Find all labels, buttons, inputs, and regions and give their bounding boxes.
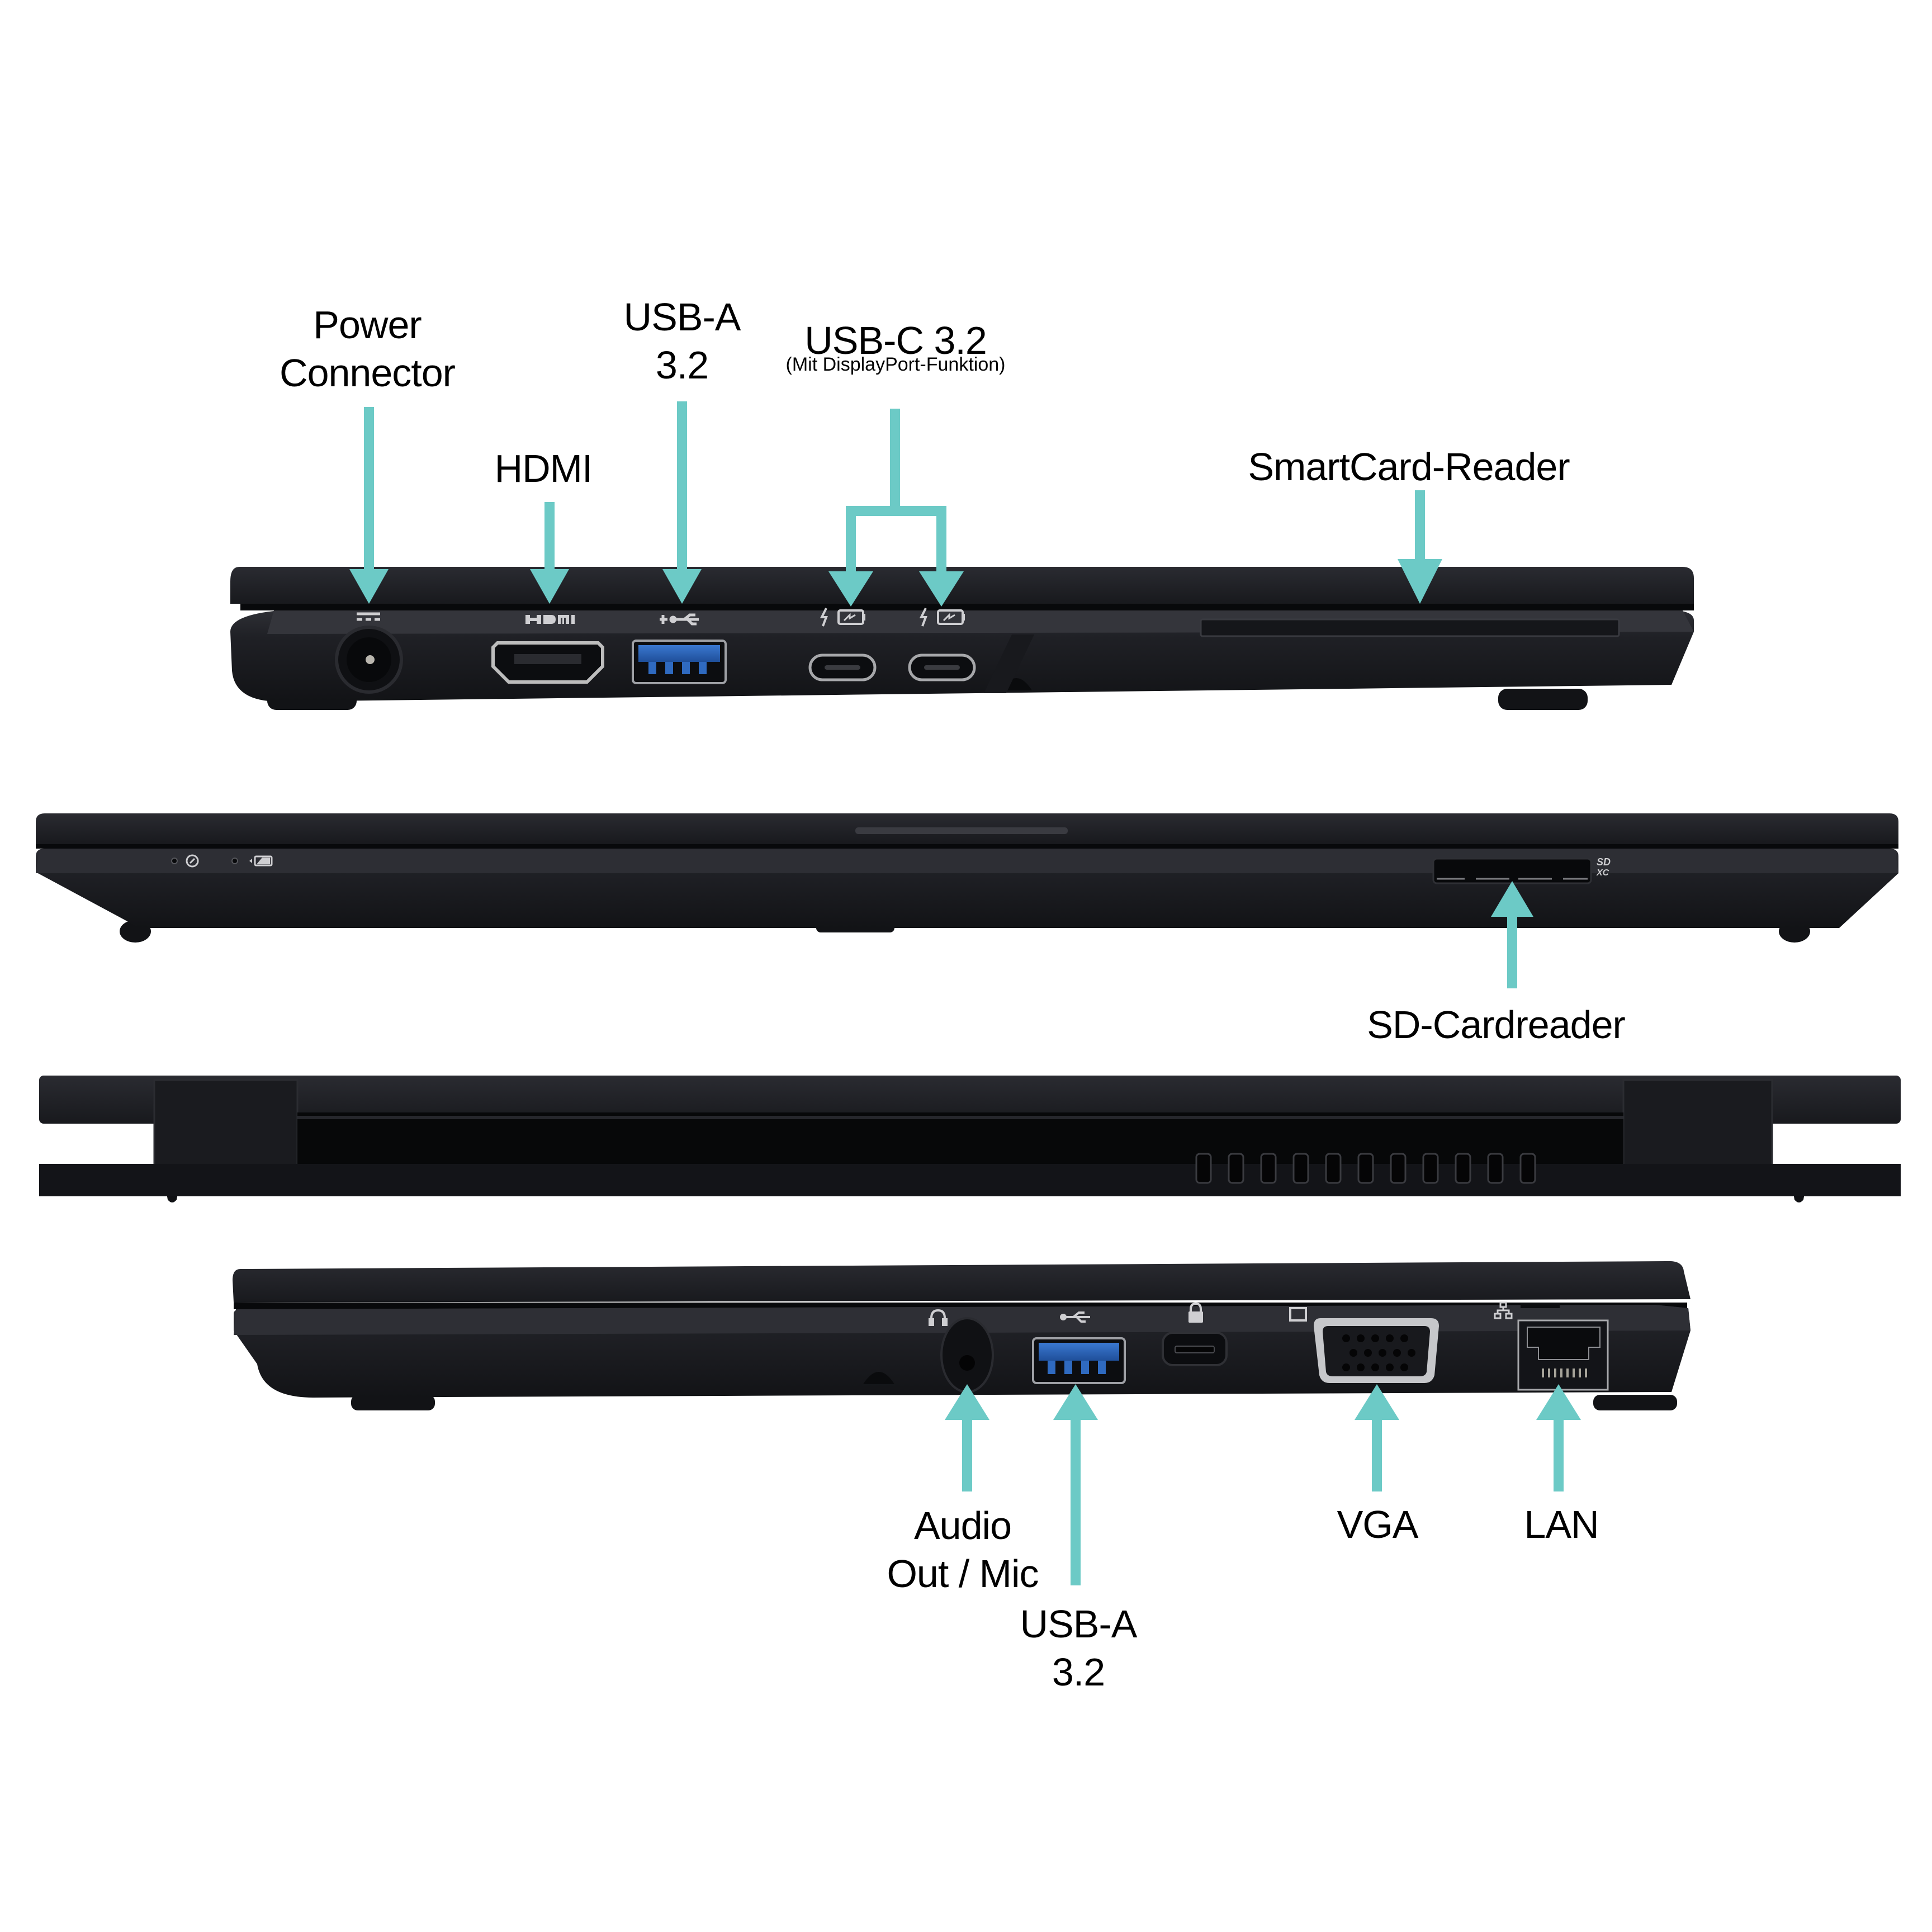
label-line: HDMI — [494, 447, 593, 490]
arrow-hdmi — [530, 502, 569, 604]
arrow-usb-a-left — [662, 401, 702, 604]
lan-pins — [1542, 1368, 1587, 1377]
power-indicator-icon — [186, 854, 199, 868]
arrow-power — [349, 407, 389, 604]
label-audio: Audio Out / Mic — [887, 1502, 1039, 1598]
bottom-recess — [984, 634, 1034, 693]
label-line: Connector — [280, 351, 456, 395]
vent-slot — [1325, 1153, 1342, 1184]
arrow-lan — [1536, 1384, 1581, 1491]
usb-icon — [1060, 1311, 1090, 1323]
label-line: 3.2 — [655, 343, 709, 387]
label-line: SmartCard-Reader — [1248, 445, 1570, 489]
lid — [233, 1261, 1690, 1303]
arrow-sd-card — [1491, 881, 1533, 988]
label-usb-c: USB-C 3.2 (Mit DisplayPort-Funktion) — [786, 316, 1006, 375]
svg-text:SD: SD — [1597, 856, 1611, 868]
security-lock-slot — [1162, 1332, 1228, 1366]
label-vga: VGA — [1337, 1500, 1419, 1549]
network-icon — [1494, 1301, 1513, 1319]
annotation-arrows — [349, 401, 1581, 1585]
hinge-gap — [240, 604, 1694, 610]
vent-slot — [1455, 1153, 1471, 1184]
hdmi-icon — [525, 615, 575, 624]
headphone-icon — [929, 1309, 948, 1326]
vent-slot — [1292, 1153, 1309, 1184]
arrow-usb-a-right — [1053, 1384, 1098, 1585]
right-side-view — [233, 1261, 1690, 1410]
usb-c-port-1 — [808, 654, 877, 681]
battery-led — [231, 858, 238, 864]
label-line: Power — [313, 303, 422, 347]
vent-slot — [1487, 1153, 1504, 1184]
label-power-connector: Power Connector — [280, 301, 456, 397]
lan-port — [1517, 1303, 1609, 1391]
thunderbolt-battery-icon — [919, 608, 965, 627]
air-vent-icon — [1195, 1153, 1536, 1184]
label-line: Audio — [913, 1504, 1012, 1547]
lid-back — [39, 1076, 1901, 1124]
left-side-view — [230, 567, 1694, 710]
label-line: USB-A — [1020, 1602, 1138, 1646]
hinge-gap — [36, 844, 1898, 849]
label-usb-a-right: USB-A 3.2 — [1020, 1600, 1138, 1696]
audio-jack-port — [940, 1317, 994, 1393]
sdxc-logo-icon: SD XC — [1596, 856, 1611, 878]
hinge-highlight — [297, 1116, 1623, 1119]
base-bevel — [36, 850, 1898, 873]
usb-c-port-2 — [908, 654, 976, 681]
vent-slot — [1195, 1153, 1212, 1184]
hinge-cover-left — [153, 1079, 299, 1167]
power-connector-port — [335, 626, 403, 694]
usb-a-port-left — [632, 640, 727, 684]
vent-slot — [1357, 1153, 1374, 1184]
thunderbolt-battery-icon — [820, 608, 865, 627]
foot — [1593, 1395, 1677, 1410]
vent-slot — [1228, 1153, 1244, 1184]
arrow-vga — [1355, 1384, 1399, 1491]
hinge-cover-right — [1622, 1079, 1773, 1167]
label-line: USB-A — [623, 295, 741, 339]
lid — [230, 567, 1694, 604]
foot — [351, 1395, 435, 1410]
label-line: LAN — [1524, 1503, 1599, 1546]
front-view: SD XC — [36, 813, 1898, 943]
lock-icon — [1188, 1302, 1203, 1323]
vent-slot — [1260, 1153, 1277, 1184]
monitor-icon — [1289, 1307, 1307, 1322]
arrow-smartcard — [1398, 490, 1442, 604]
vga-port — [1314, 1318, 1439, 1383]
vga-pins — [1342, 1334, 1415, 1371]
smartcard-slot — [1200, 618, 1620, 637]
vent-slot — [1422, 1153, 1439, 1184]
power-led — [171, 858, 178, 864]
sd-card-slot — [1432, 858, 1592, 884]
label-line: VGA — [1337, 1503, 1419, 1546]
label-line: Out / Mic — [887, 1552, 1039, 1595]
label-usb-a-left: USB-A 3.2 — [624, 293, 741, 389]
rear-view — [39, 1076, 1901, 1202]
label-line: 3.2 — [1052, 1650, 1105, 1694]
usb-a-port-right — [1032, 1337, 1126, 1384]
arrow-usb-c — [828, 409, 964, 607]
hdmi-port — [491, 641, 604, 684]
label-sublabel: (Mit DisplayPort-Funktion) — [785, 354, 1006, 375]
dc-power-icon — [357, 612, 380, 621]
label-line: SD-Cardreader — [1367, 1003, 1626, 1046]
battery-indicator-icon — [249, 855, 273, 866]
arrow-audio — [945, 1384, 989, 1491]
vent-slot — [1519, 1153, 1536, 1184]
base-back-upper — [39, 1164, 1901, 1196]
usb-charge-icon — [660, 613, 699, 626]
lid-latch — [855, 827, 1068, 834]
notch — [863, 1372, 894, 1384]
foot — [1498, 689, 1588, 710]
label-line: USB-C 3.2 — [804, 319, 987, 362]
svg-text:XC: XC — [1596, 868, 1609, 878]
label-hdmi: HDMI — [495, 444, 593, 493]
label-smartcard-reader: SmartCard-Reader — [1248, 443, 1570, 491]
label-lan: LAN — [1524, 1500, 1599, 1549]
label-sd-cardreader: SD-Cardreader — [1367, 1001, 1626, 1049]
vent-slot — [1390, 1153, 1407, 1184]
